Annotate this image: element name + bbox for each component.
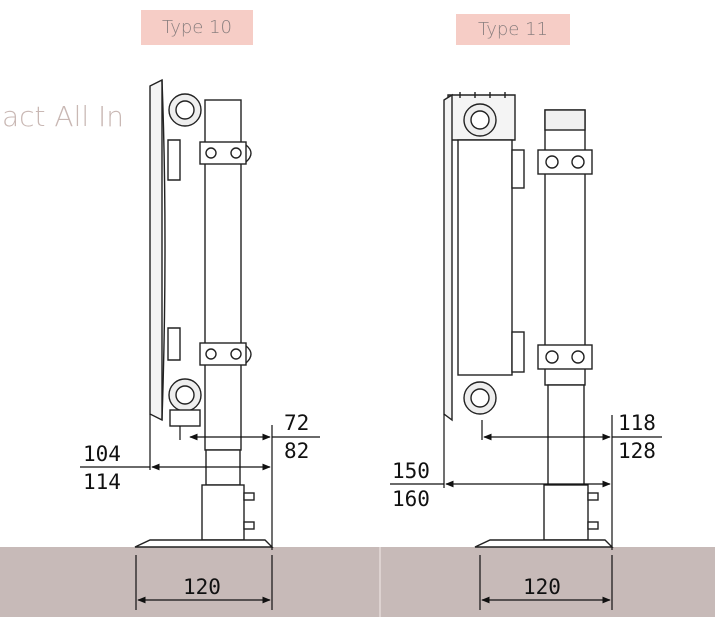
t11-depth-bottom: 128 <box>618 439 656 463</box>
t10-total-top: 104 <box>83 442 121 466</box>
partial-heading: act All In <box>2 100 125 133</box>
t11-foot-width: 120 <box>523 575 561 599</box>
type-11-radiator <box>443 92 614 548</box>
t11-stand-foot <box>474 539 614 548</box>
t11-top-hook <box>511 149 525 189</box>
t10-foot-width: 120 <box>183 575 221 599</box>
t11-panel <box>443 93 453 422</box>
t11-stand-sleeve <box>543 484 589 541</box>
t11-bottom-hook <box>511 331 525 373</box>
type-10-radiator <box>134 78 274 548</box>
t11-total-bottom: 160 <box>392 487 430 511</box>
type-11-dimensions <box>390 414 662 610</box>
t11-convector-body <box>457 139 513 376</box>
type-10-dimensions <box>80 414 320 610</box>
type-10-label: Type 10 <box>141 10 253 45</box>
t11-depth-top: 118 <box>618 411 656 435</box>
t11-total-top: 150 <box>392 459 430 483</box>
t10-total-bottom: 114 <box>83 470 121 494</box>
t10-bottom-hook <box>167 327 181 361</box>
t10-depth-bottom: 82 <box>284 439 309 463</box>
floor <box>0 547 715 617</box>
t11-stand-post <box>547 384 585 486</box>
type-11-label: Type 11 <box>456 14 570 45</box>
t10-stand-foot <box>134 539 274 548</box>
t10-depth-top: 72 <box>284 411 309 435</box>
t10-panel <box>149 78 163 422</box>
t10-top-hook <box>167 139 181 181</box>
t10-stand-sleeve <box>201 484 245 541</box>
